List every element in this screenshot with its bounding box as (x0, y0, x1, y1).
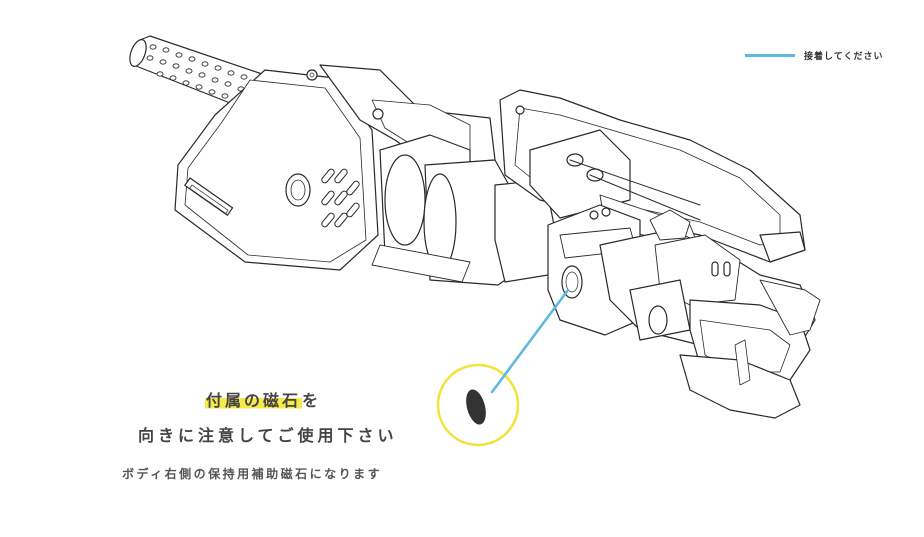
caption-magnet-rest: を (302, 391, 322, 410)
elbow-cylinder (371, 134, 556, 286)
shoulder-bracket (319, 64, 496, 166)
caption-magnet-highlight: 付属の磁石 (205, 391, 303, 410)
magnet-icon (466, 389, 486, 425)
claw-assembly (599, 209, 821, 419)
hex-plate (174, 69, 379, 271)
legend: 接着してください (745, 47, 883, 63)
caption-note: ボディ右側の保持用補助磁石になります (122, 467, 383, 481)
legend-label: 接着してください (804, 51, 884, 62)
caption-magnet: 付属の磁石を (205, 387, 321, 411)
caption-orientation: 向きに注意してご使用下さい (138, 426, 398, 445)
legend-line (745, 53, 795, 57)
